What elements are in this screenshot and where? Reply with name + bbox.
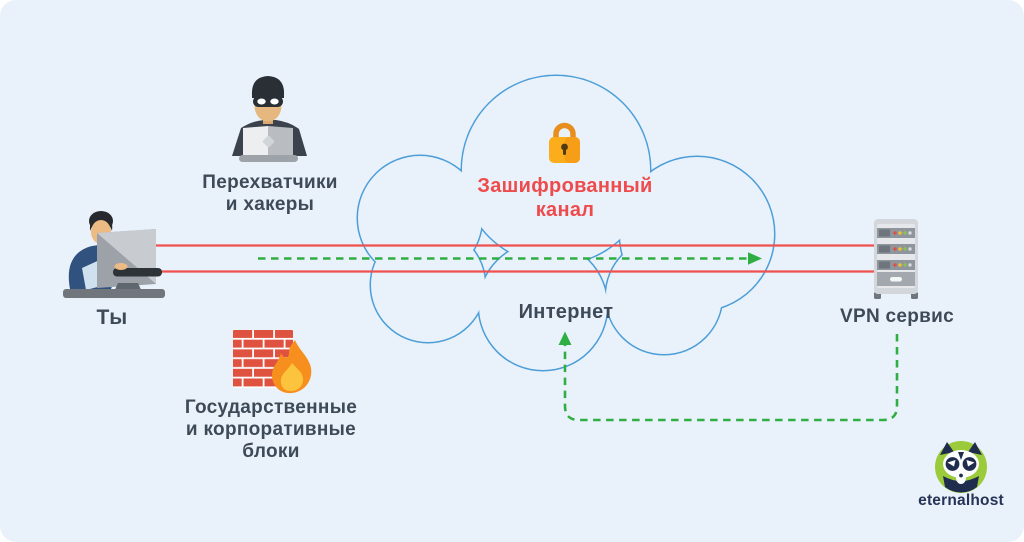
hacker-icon [232,76,307,162]
firewall-icon [233,330,312,394]
green-return-arrow [558,331,899,422]
blocks-label: Государственные и корпоративные блоки [184,397,358,462]
green-tunnel-arrow [258,252,762,265]
vpn-server-icon [874,219,918,299]
eternalhost-logo-icon [935,441,987,493]
padlock-icon [549,122,580,163]
brand-name: eternalhost [918,492,1004,509]
encrypted-channel-label: Зашифрованный канал [477,175,653,221]
user-at-computer-icon [63,211,165,298]
internet-label: Интернет [518,301,614,323]
hackers-label: Перехватчики и хакеры [202,172,338,215]
vpn-service-label: VPN сервис [839,306,955,327]
you-label: Ты [96,306,128,329]
